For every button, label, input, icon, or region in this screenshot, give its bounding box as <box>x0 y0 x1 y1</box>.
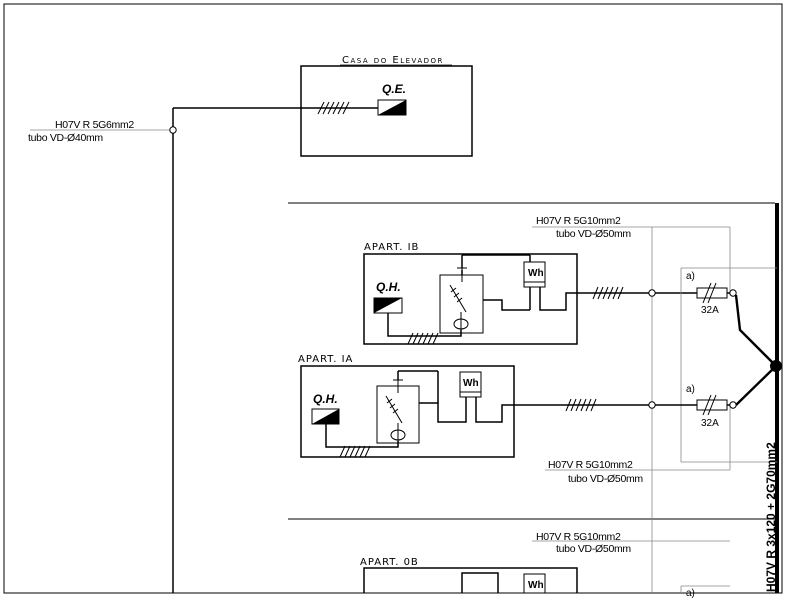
elevator-panel-symbol <box>377 99 407 116</box>
apartment-ib-breaker-rating: 32A <box>701 305 719 316</box>
apartment-ib-name: APART. IB <box>364 242 419 253</box>
apartment-ia-panel-label: Q.H. <box>313 392 338 406</box>
apartment-ib <box>363 253 652 345</box>
apartment-ib-breaker-tag: a) <box>686 271 695 282</box>
elevator-room-box <box>300 65 473 157</box>
apartment-ib-feed <box>532 226 777 593</box>
apartment-0b-conduit-label: tubo VD-Ø50mm <box>556 543 631 555</box>
apartment-ia-meter-label: Wh <box>463 378 479 389</box>
elevator-panel-label: Q.E. <box>382 82 406 96</box>
apartment-ia-breaker-rating: 32A <box>701 418 719 429</box>
apartment-0b-cable-label: H07V R 5G10mm2 <box>536 531 621 543</box>
feeder-conduit-label: tubo VD-Ø40mm <box>28 132 103 144</box>
elevator-room-title: Casa do Elevador <box>342 55 444 66</box>
apartment-0b-name: APART. 0B <box>360 557 419 568</box>
feeder-hatch <box>317 101 350 115</box>
main-riser-cable-label: H07V R 3x120 + 2G70mm2 <box>764 442 778 592</box>
apartment-ia-feed <box>545 268 777 471</box>
apartment-0b <box>363 540 730 594</box>
apartment-ia-cable-label: H07V R 5G10mm2 <box>548 459 633 471</box>
apartment-ia <box>300 365 652 458</box>
apartment-ib-cable-label: H07V R 5G10mm2 <box>536 215 621 227</box>
apartment-ia-name: APART. IA <box>298 354 353 365</box>
feeder-cable-label: H07V R 5G6mm2 <box>55 119 134 131</box>
apartment-ib-panel-label: Q.H. <box>376 280 401 294</box>
drawing-border <box>3 3 783 594</box>
apartment-0b-meter-label: Wh <box>528 580 544 591</box>
apartment-ib-conduit-label: tubo VD-Ø50mm <box>556 228 631 240</box>
apartment-ia-breaker-tag: a) <box>686 384 695 395</box>
feeder-line <box>30 101 378 593</box>
apartment-ib-meter-label: Wh <box>528 268 544 279</box>
apartment-ia-conduit-label: tubo VD-Ø50mm <box>568 473 643 485</box>
apartment-0b-breaker-tag: a) <box>686 588 695 599</box>
